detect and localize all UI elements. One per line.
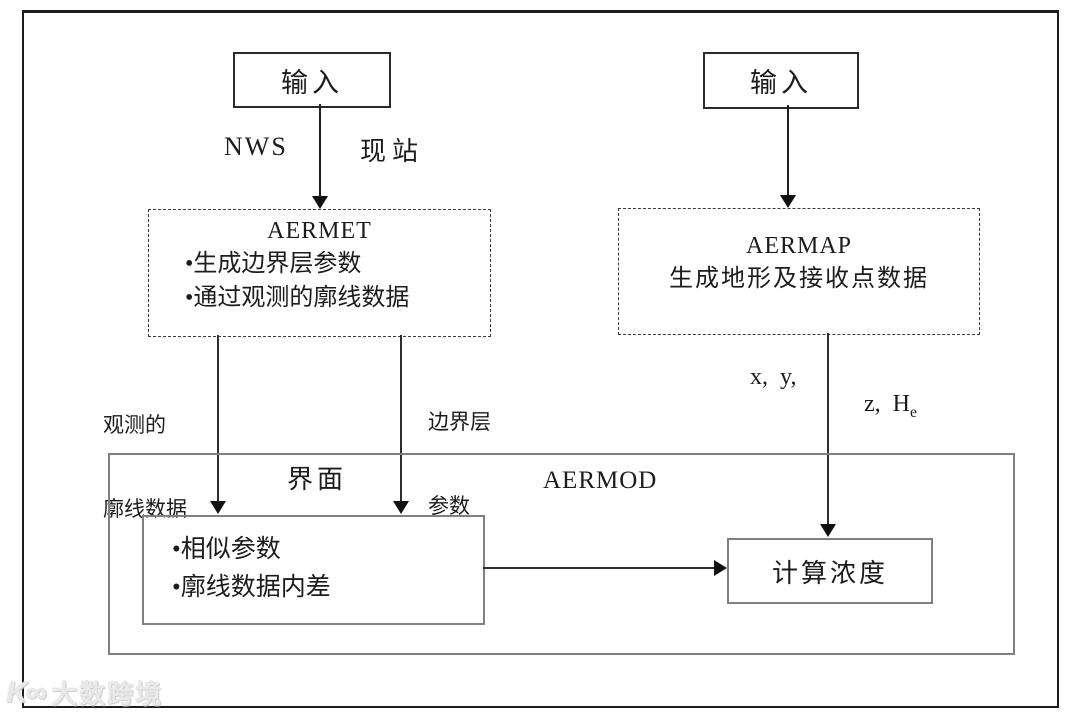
xyz-label-left: x, y, bbox=[750, 364, 797, 390]
watermark: K∞ 大数跨境 bbox=[6, 674, 163, 711]
aermap-subtitle: 生成地形及接收点数据 bbox=[669, 266, 929, 292]
observed-profile-label-line2: 廓线数据 bbox=[103, 497, 187, 521]
aermod-title: AERMOD bbox=[543, 467, 658, 494]
xyz-label-he-subscript: e bbox=[909, 403, 917, 421]
arrowhead-input-right-to-aermap bbox=[780, 195, 796, 208]
arrowhead-interface-to-compute bbox=[714, 560, 727, 576]
line-aermet-right-output bbox=[400, 335, 402, 502]
arrow-line-input-left-to-aermet bbox=[319, 104, 321, 197]
boundary-param-label-line2: 参数 bbox=[428, 494, 470, 518]
interface-bullet-1: •相似参数 bbox=[172, 536, 281, 563]
line-aermap-output bbox=[827, 333, 829, 524]
line-aermet-left-output bbox=[217, 335, 219, 502]
arrow-line-input-right-to-aermap bbox=[787, 105, 789, 196]
arrow-line-interface-to-compute bbox=[483, 567, 715, 569]
aermod-box bbox=[108, 453, 1015, 655]
watermark-logo-icon: K∞ bbox=[6, 675, 47, 709]
arrowhead-input-left-to-aermet bbox=[312, 196, 328, 209]
nws-label: NWS bbox=[224, 132, 288, 161]
interface-bullet-2: •廓线数据内差 bbox=[172, 574, 331, 601]
aermet-bullet-2: •通过观测的廓线数据 bbox=[185, 285, 410, 311]
arrowhead-observed-profile bbox=[210, 501, 226, 514]
boundary-param-label-line1: 边界层 bbox=[428, 410, 491, 434]
input-box-left-label: 输入 bbox=[281, 67, 343, 98]
watermark-text: 大数跨境 bbox=[51, 679, 164, 709]
interface-label: 界面 bbox=[287, 465, 348, 494]
xyz-label-right: z, He bbox=[840, 364, 917, 449]
compute-concentration-box: 计算浓度 bbox=[727, 538, 933, 604]
aermet-box: AERMET •生成边界层参数 •通过观测的廓线数据 bbox=[148, 209, 491, 337]
aermet-bullet-1: •生成边界层参数 bbox=[185, 251, 362, 277]
observed-profile-label: 观测的 廓线数据 bbox=[103, 355, 187, 579]
arrowhead-aermap-output bbox=[820, 524, 836, 537]
xyz-label-right-main: z, H bbox=[864, 391, 910, 417]
compute-concentration-label: 计算浓度 bbox=[771, 558, 888, 588]
site-label: 现站 bbox=[360, 137, 425, 166]
aermap-box: AERMAP 生成地形及接收点数据 bbox=[618, 208, 980, 335]
input-box-right-label: 输入 bbox=[750, 68, 812, 98]
observed-profile-label-line1: 观测的 bbox=[103, 413, 166, 437]
aermap-title: AERMAP bbox=[745, 233, 853, 259]
diagram-outer-frame bbox=[22, 10, 1059, 708]
input-box-right: 输入 bbox=[703, 52, 859, 109]
aermet-title: AERMET bbox=[267, 218, 372, 244]
boundary-param-label: 边界层 参数 bbox=[428, 352, 491, 576]
interface-inner-box: •相似参数 •廓线数据内差 bbox=[142, 515, 485, 625]
arrowhead-boundary-params bbox=[393, 501, 409, 514]
input-box-left: 输入 bbox=[233, 52, 391, 108]
